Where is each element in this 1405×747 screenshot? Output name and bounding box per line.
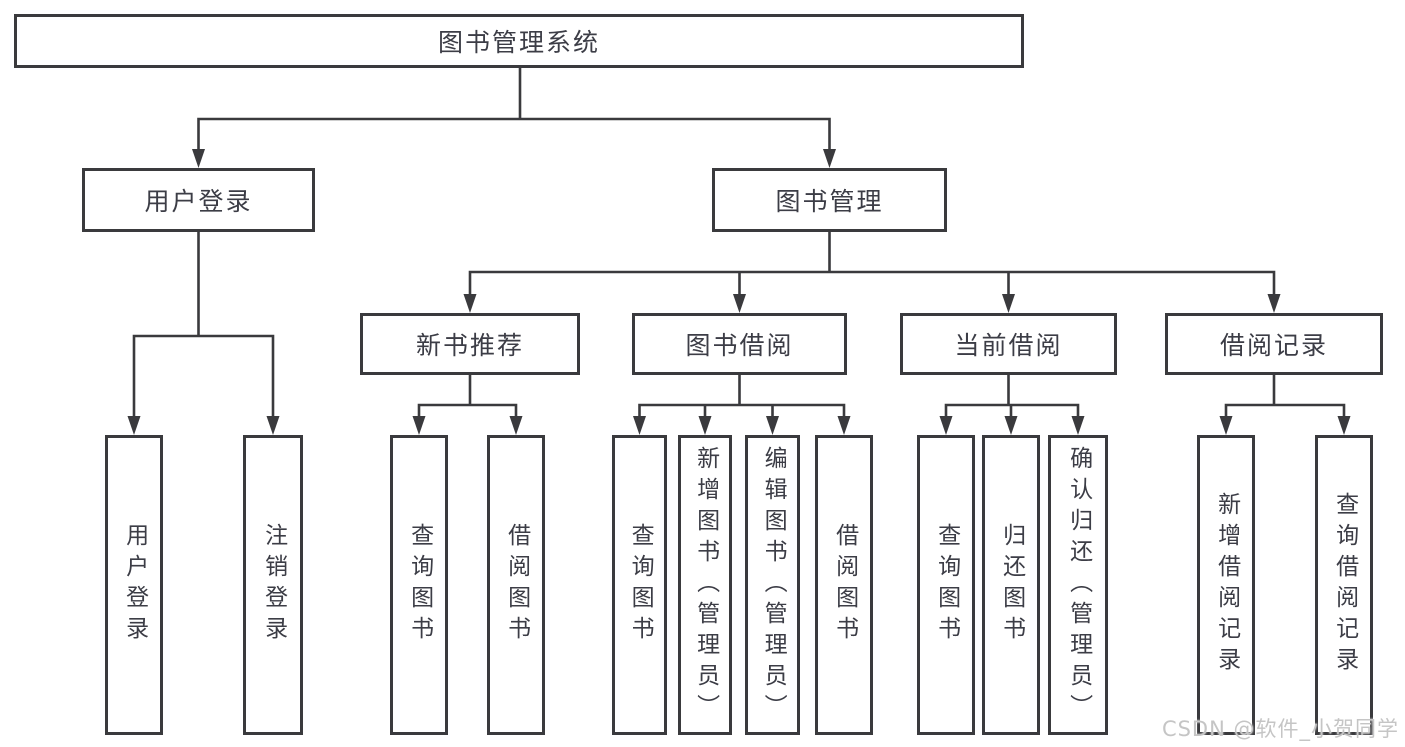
node-book-management: 图书管理 (712, 168, 947, 232)
node-user-login-leaf: 用户登录 (105, 435, 163, 735)
node-new-book-recommendation: 新书推荐 (360, 313, 580, 375)
node-borrowing-records: 借阅记录 (1165, 313, 1383, 375)
node-library-system: 图书管理系统 (14, 14, 1024, 68)
node-logout: 注销登录 (243, 435, 303, 735)
node-confirm-return-admin: 确认归还（管理员） (1048, 435, 1108, 735)
node-user-login: 用户登录 (82, 168, 315, 232)
watermark: CSDN @软件_小贺同学 (1161, 717, 1399, 741)
node-current-borrowing: 当前借阅 (900, 313, 1117, 375)
node-query-borrow-record: 查询借阅记录 (1315, 435, 1373, 735)
node-borrow-books-recommend: 借阅图书 (487, 435, 545, 735)
node-borrow-books-leaf: 借阅图书 (815, 435, 873, 735)
node-query-books-current: 查询图书 (917, 435, 975, 735)
node-query-books-borrow: 查询图书 (612, 435, 667, 735)
node-return-books: 归还图书 (982, 435, 1040, 735)
node-add-book-admin: 新增图书（管理员） (678, 435, 732, 735)
node-query-books-recommend: 查询图书 (390, 435, 448, 735)
node-add-borrow-record: 新增借阅记录 (1197, 435, 1255, 735)
node-edit-book-admin: 编辑图书（管理员） (745, 435, 800, 735)
node-book-borrowing: 图书借阅 (632, 313, 847, 375)
